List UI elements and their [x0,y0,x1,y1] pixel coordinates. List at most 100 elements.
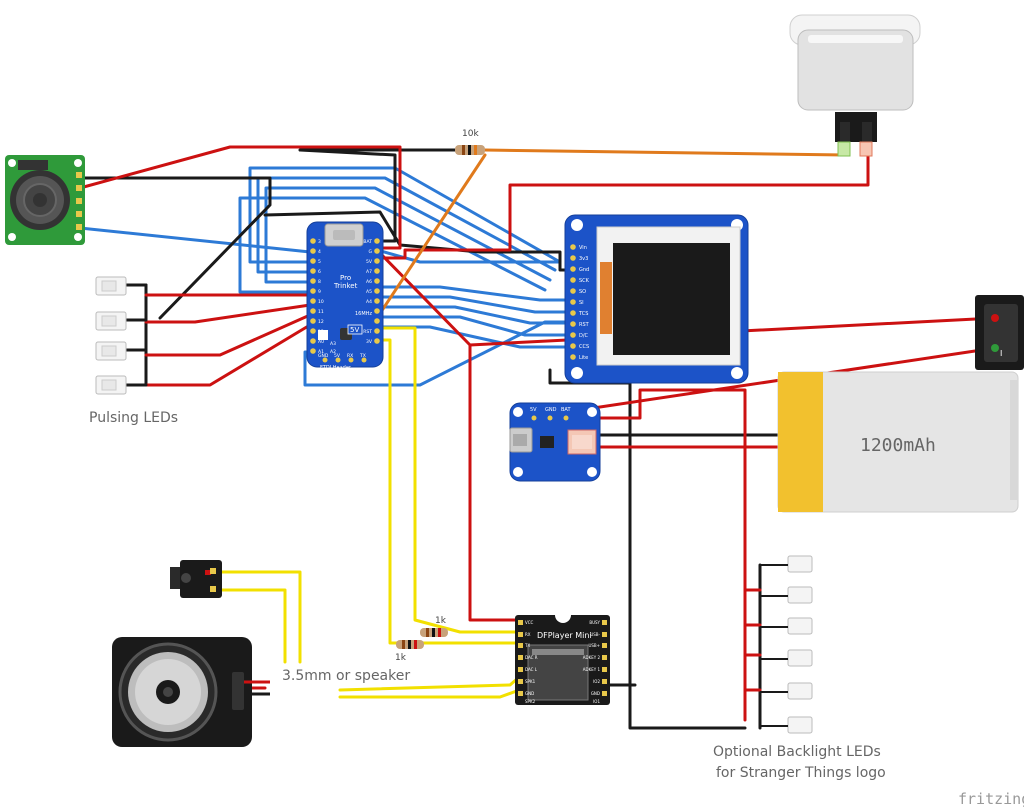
trinket-label-name: Trinket [333,282,358,290]
trinket-pin-label: 5V [334,353,341,359]
trinket-pin-label: 10 [318,299,324,305]
pulsing-led-group [95,276,127,395]
dfplayer-pin-label: IO1 [593,699,600,704]
led-icon [95,276,127,296]
speaker-icon [112,637,270,747]
trinket-pin-label: A3 [330,341,336,347]
trinket-pin-label: 5V [366,259,373,265]
trinket-ftdi-label: FTDI Header [320,365,352,371]
trinket-pin-label: A6 [366,279,372,285]
dfplayer-pin-label: GND [525,691,534,696]
dfplayer-pin-label: VCC [525,620,534,625]
dfplayer-pin-label: SPK1 [525,679,536,684]
trinket-pin-label: G [369,249,373,255]
trinket-pin-label: A2 [330,349,336,355]
display-pin-label: CCS [579,344,589,350]
trinket-pin-label: A1 [318,349,324,355]
trinket-pin-label: RX [347,353,353,359]
backlight-label-line1: Optional Backlight LEDs [713,744,881,760]
trinket-pin-label: 5 [318,259,321,265]
trinket-pin-label: A5 [366,289,372,295]
trinket-pin-label: A4 [366,299,372,305]
display-pin-label: SCK [579,278,590,284]
display-pin-label: Vin [579,245,587,251]
battery-capacity: 1200mAh [860,435,936,456]
trinket-right-pin-labels: BAT G 5V A7 A6 A5 A4 RST 3V [363,239,373,345]
dfplayer-pin-label: GND [591,691,600,696]
led-icon [787,617,813,635]
trinket-volt: 5V [350,326,359,334]
trinket-pin-label: RST [363,329,372,335]
display-pin-label: Gnd [579,267,589,273]
trinket-pin-label: 4 [318,249,321,255]
trinket-pin-label: 8 [318,279,321,285]
trinket-pin-label: 9 [318,289,321,295]
dfplayer-pin-label: DAC L [525,667,538,672]
trinket-pin-label: 3 [318,239,321,245]
display-pin-label: TCS [578,311,588,317]
display-pads [570,244,576,360]
dfplayer-mini: DFPlayer Mini VCC RX TX DAC R DAC L SPK1… [515,615,610,705]
resistor-1k-upper-label: 1k [435,616,446,626]
resistor-10k [455,145,485,155]
led-icon [787,649,813,667]
audio-jack-icon [170,560,222,598]
resistor-10k-label: 10k [462,129,479,139]
led-icon [787,555,813,573]
arcade-button-icon [789,14,921,157]
dfplayer-pin-label: DAC R [525,655,538,660]
display-pin-label: 3v3 [579,256,588,262]
trinket-pin-label: 12 [318,319,324,325]
yellow-wires [208,326,532,699]
display-pin-label: D/C [579,333,589,339]
lipo-battery: 1200mAh [777,371,1019,513]
display-pin-labels: Vin 3v3 Gnd SCK SO SI TCS RST D/C CCS Li… [578,245,590,361]
pro-trinket-board: Pro Trinket 5V 16MHz FTDI Header 3 4 5 6… [306,221,384,371]
trinket-pin-label: BAT [363,239,372,245]
dfplayer-pin-label: ADKEY 1 [583,667,601,672]
resistor-1k-lower [396,640,424,649]
trinket-pin-label: GND [318,353,329,359]
dfplayer-pin-label: TX [524,643,530,648]
charger-pads [531,415,569,421]
charger-pin-label: GND [545,407,557,413]
trinket-pads [310,238,380,363]
audio-output-label: 3.5mm or speaker [282,668,411,684]
trinket-pin-label: 13 [318,329,324,335]
switch-on-label: I [1000,349,1002,358]
display-pin-label: Lite [579,355,588,361]
trinket-pin-label: 3V [366,339,373,345]
wires [78,145,997,730]
dfplayer-pin-label: BUSY [589,620,600,625]
resistor-1k-upper [420,628,448,637]
trinket-left-pin-labels: 3 4 5 6 8 9 10 11 12 13 A0 A1 A2 A3 [318,239,336,355]
backlight-led-legs [760,564,788,727]
fritzing-logo: fritzing [958,790,1024,808]
led-icon [787,716,813,734]
pulsing-leds-label: Pulsing LEDs [89,410,179,426]
led-icon [787,586,813,604]
display-pin-label: RST [579,322,590,328]
charger-pin-label: BAT [561,407,571,413]
dfplayer-pin-label: ADKEY 2 [583,655,601,660]
resistor-1k-lower-label: 1k [395,653,406,663]
tft-display: Vin 3v3 Gnd SCK SO SI TCS RST D/C CCS Li… [564,214,749,384]
trinket-pin-label: TX [359,353,366,359]
trinket-bottom-pin-labels: GND 5V RX TX [318,353,366,359]
dfplayer-pin-label: USB- [590,632,600,637]
rocker-switch-icon: I [975,295,1024,370]
dfplayer-left-pin-labels: VCC RX TX DAC R DAC L SPK1 GND SPK2 [524,620,538,704]
trinket-pin-label: A0 [318,339,324,345]
lipo-charger-board: 5V GND BAT [509,402,601,482]
dfplayer-pin-label: IO2 [593,679,600,684]
dfplayer-pin-label: SPK2 [525,699,536,704]
dfplayer-pin-label: USB+ [588,643,600,648]
trinket-freq: 16MHz [355,311,372,317]
red-wires [78,145,997,722]
trinket-pin-label: 11 [318,309,324,315]
dfplayer-pin-label: RX [525,632,531,637]
led-icon [95,341,127,361]
display-pin-label: SO [579,289,586,295]
left-led-legs [124,283,148,387]
